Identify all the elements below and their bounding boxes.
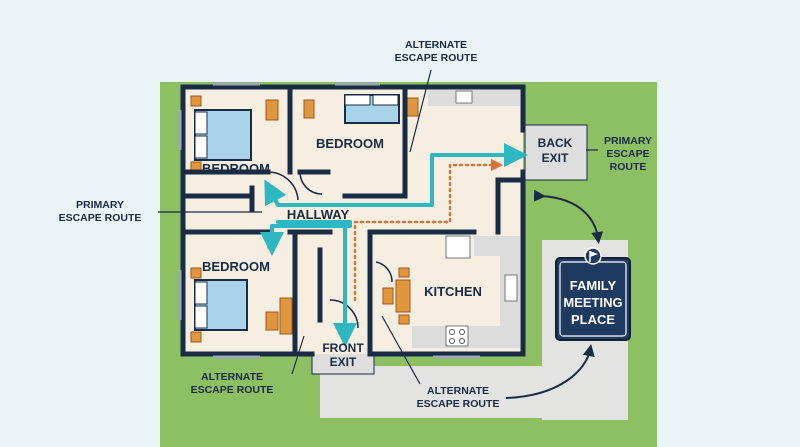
route-to-back-exit — [430, 143, 528, 198]
alternate-route-top-line2: ESCAPE ROUTE — [395, 52, 478, 64]
leader-lines — [158, 69, 598, 385]
primary-route-right-line2: ESCAPE — [606, 148, 649, 160]
back-exit-label-line1: BACK — [538, 136, 573, 150]
flag-badge — [584, 247, 602, 265]
kitchen-table — [395, 279, 411, 313]
room-label-kitchen: KITCHEN — [424, 284, 482, 299]
primary-route-right-line3: ROUTE — [610, 161, 647, 173]
room-label-bedroom-3: BEDROOM — [202, 259, 270, 274]
route-to-bedroom-1 — [264, 179, 434, 207]
room-label-hallway: HALLWAY — [287, 207, 350, 222]
meeting-place-line2: MEETING — [563, 295, 622, 310]
alternate-route-bottom-mid-line1: ALTERNATE — [427, 385, 489, 397]
kitchen-sink-icon — [504, 274, 518, 302]
route-to-bedroom-3 — [260, 220, 352, 256]
stove-icon — [445, 325, 469, 347]
back-exit-pad — [524, 124, 588, 181]
room-label-bedroom-1: BEDROOM — [202, 161, 270, 176]
arrow-back-to-meeting — [533, 189, 604, 244]
front-exit-label-line2: EXIT — [330, 355, 357, 369]
kitchen-counter-top — [474, 236, 520, 256]
alternate-route-bottom-left-line2: ESCAPE ROUTE — [191, 384, 274, 396]
primary-escape-route — [260, 143, 528, 347]
primary-route-right-line1: PRIMARY — [604, 135, 652, 147]
alternate-route-bottom-mid-line2: ESCAPE ROUTE — [417, 398, 500, 410]
primary-route-left-line1: PRIMARY — [76, 199, 124, 211]
primary-route-left-line2: ESCAPE ROUTE — [59, 212, 142, 224]
flag-icon — [589, 251, 598, 262]
back-exit-label-line2: EXIT — [542, 151, 569, 165]
meeting-place-line1: FAMILY — [570, 278, 617, 293]
front-exit-label-line1: FRONT — [322, 341, 364, 355]
windows — [178, 82, 480, 359]
arrow-front-to-meeting — [505, 344, 595, 399]
alternate-escape-route — [353, 158, 504, 302]
fridge-icon — [445, 235, 471, 259]
alternate-route-bottom-left-line1: ALTERNATE — [201, 371, 263, 383]
house-walls — [180, 84, 526, 357]
alternate-route-top-line1: ALTERNATE — [405, 39, 467, 51]
meeting-place-line3: PLACE — [571, 312, 615, 327]
room-label-bedroom-2: BEDROOM — [316, 136, 384, 151]
top-counter — [428, 90, 520, 106]
top-sink-icon — [455, 90, 473, 104]
